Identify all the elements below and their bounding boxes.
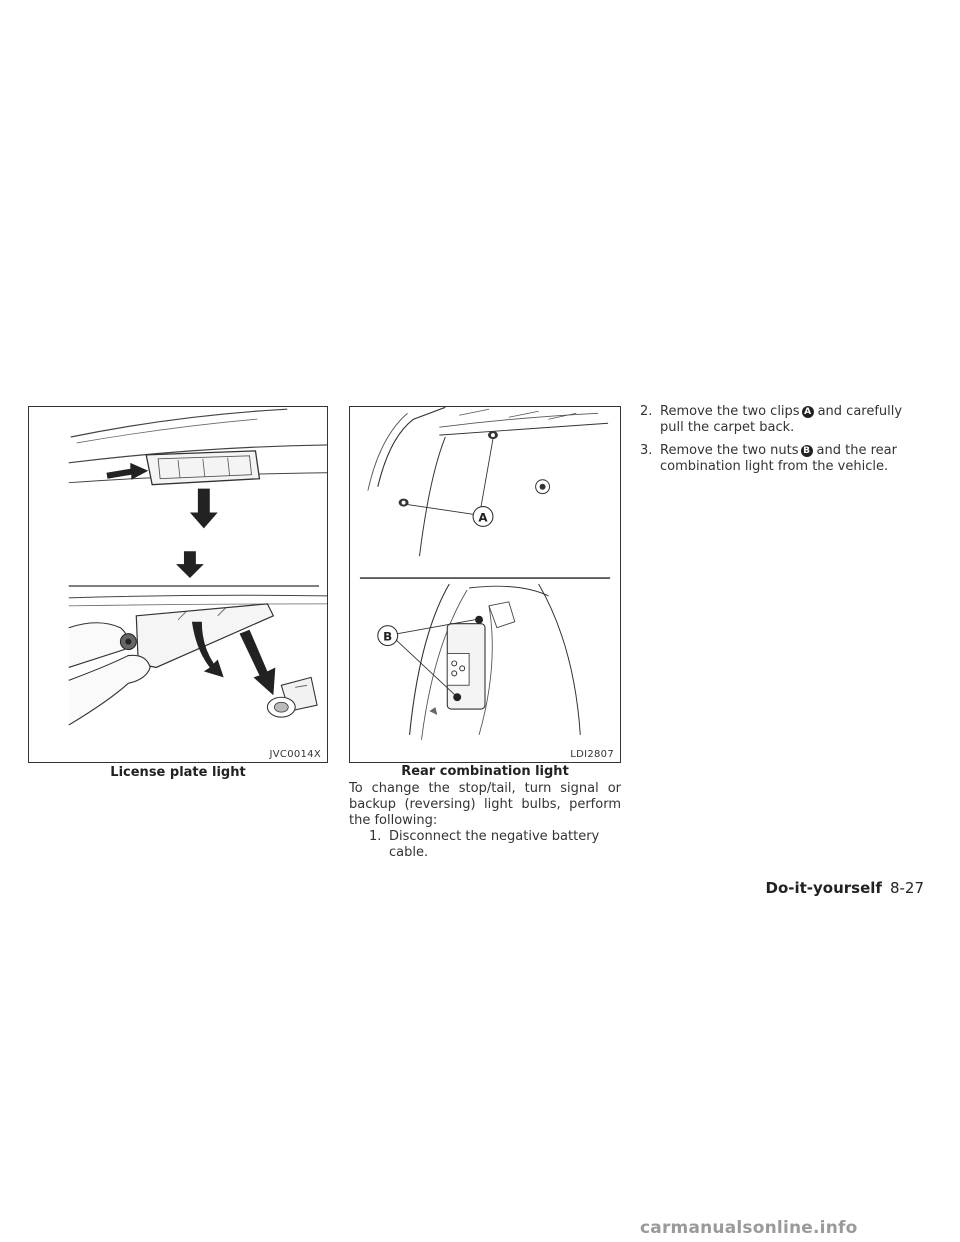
page-footer: Do-it-yourself 8-27	[766, 879, 925, 897]
callout-badge: B	[800, 445, 813, 457]
step-text-before: Remove the two clips	[660, 404, 800, 419]
section-title: Do-it-yourself	[765, 879, 882, 897]
step-number: 2.	[640, 404, 653, 419]
step-text: Disconnect the negative battery cable.	[389, 829, 600, 860]
intro-paragraph: To change the stop/tail, turn signal or …	[349, 781, 621, 828]
callout-b: B	[383, 630, 392, 644]
rear-combination-light-figure: A B LDI2807	[349, 406, 621, 763]
callout-a: A	[478, 510, 488, 524]
step-text-after: and the rear combination light from the …	[660, 443, 897, 474]
license-plate-light-figure: JVC0014X	[28, 406, 328, 763]
figure-caption: Rear combination light	[401, 764, 569, 779]
step-number: 3.	[640, 443, 653, 458]
license-plate-light-illustration	[68, 408, 327, 726]
figure-caption: License plate light	[110, 765, 246, 780]
callout-badge: A	[801, 406, 814, 418]
watermark: carmanualsonline.info	[640, 1218, 858, 1238]
page-number: 8-27	[889, 879, 924, 897]
figure-code: LDI2807	[570, 749, 614, 760]
step-number: 1.	[369, 829, 382, 844]
step-text-before: Remove the two nuts	[660, 443, 799, 458]
figure-code: JVC0014X	[269, 749, 321, 760]
step-item: 1. Disconnect the negative battery cable…	[369, 829, 629, 860]
step-text-after: and carefully pull the carpet back.	[660, 404, 903, 435]
rear-combination-light-illustration: A B	[359, 407, 611, 740]
